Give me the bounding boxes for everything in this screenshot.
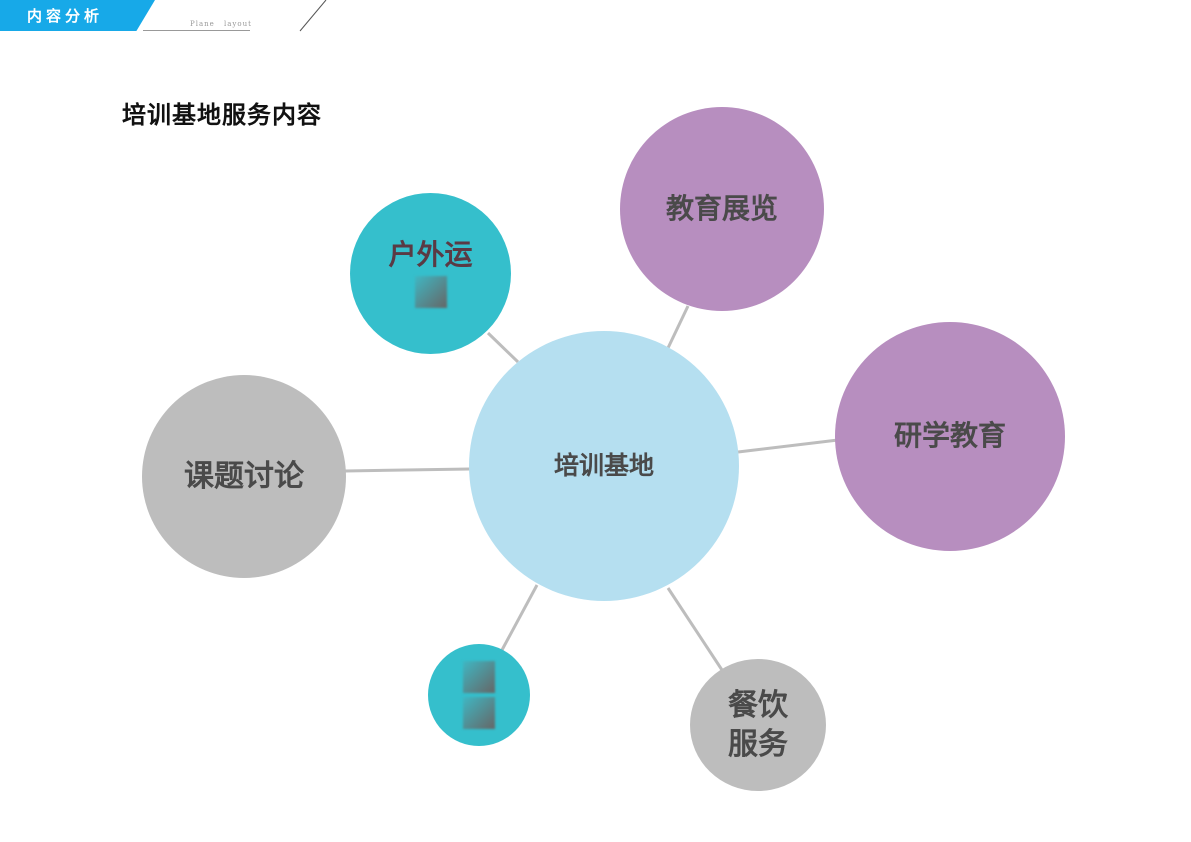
decorative-slash [299, 0, 327, 32]
node-catering-label-line2: 服务 [728, 727, 788, 762]
node-catering-label-line1: 餐饮 [728, 688, 788, 723]
subtitle: Plane layout [190, 20, 252, 28]
node-research[interactable]: 研学教育 [835, 322, 1065, 551]
node-outdoor-label: 户外运 [388, 238, 473, 272]
node-exhibition-label: 教育展览 [665, 191, 778, 225]
section-banner [0, 0, 155, 31]
page-title: 培训基地服务内容 [122, 101, 322, 129]
obscured-text [463, 697, 495, 729]
node-discussion-label: 课题讨论 [184, 459, 304, 494]
subtitle-underline [143, 30, 250, 31]
obscured-text [463, 661, 495, 693]
center-node[interactable]: 培训基地 [469, 331, 739, 601]
section-label: 内容分析 [27, 7, 104, 25]
node-exhibition[interactable]: 教育展览 [620, 107, 824, 311]
node-research-label: 研学教育 [893, 419, 1006, 453]
node-catering[interactable]: 餐饮 服务 [690, 659, 826, 791]
center-label: 培训基地 [553, 450, 654, 480]
node-small[interactable] [428, 644, 530, 746]
node-outdoor[interactable]: 户外运 [350, 193, 511, 354]
node-discussion[interactable]: 课题讨论 [142, 375, 346, 578]
obscured-text [414, 275, 447, 308]
